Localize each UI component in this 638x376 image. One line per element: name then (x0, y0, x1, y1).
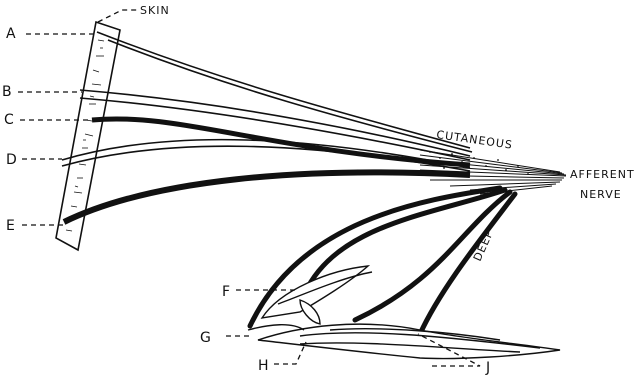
muscle-tendon (248, 266, 560, 359)
label-d: D (6, 152, 17, 168)
label-f: F (222, 284, 230, 300)
skin-layer (56, 22, 120, 250)
label-skin: SKIN (140, 4, 170, 17)
cutaneous-fibres (62, 32, 472, 222)
label-a: A (6, 26, 16, 42)
label-c: C (4, 112, 14, 128)
label-afferent: AFFERENT (570, 168, 635, 181)
label-j: J (485, 360, 490, 376)
label-h: H (258, 358, 269, 374)
label-e: E (6, 218, 15, 234)
label-cutaneous: CUTANEOUS (436, 128, 514, 152)
label-g: G (200, 330, 211, 346)
label-b: B (2, 84, 12, 100)
label-nerve: NERVE (580, 188, 622, 201)
